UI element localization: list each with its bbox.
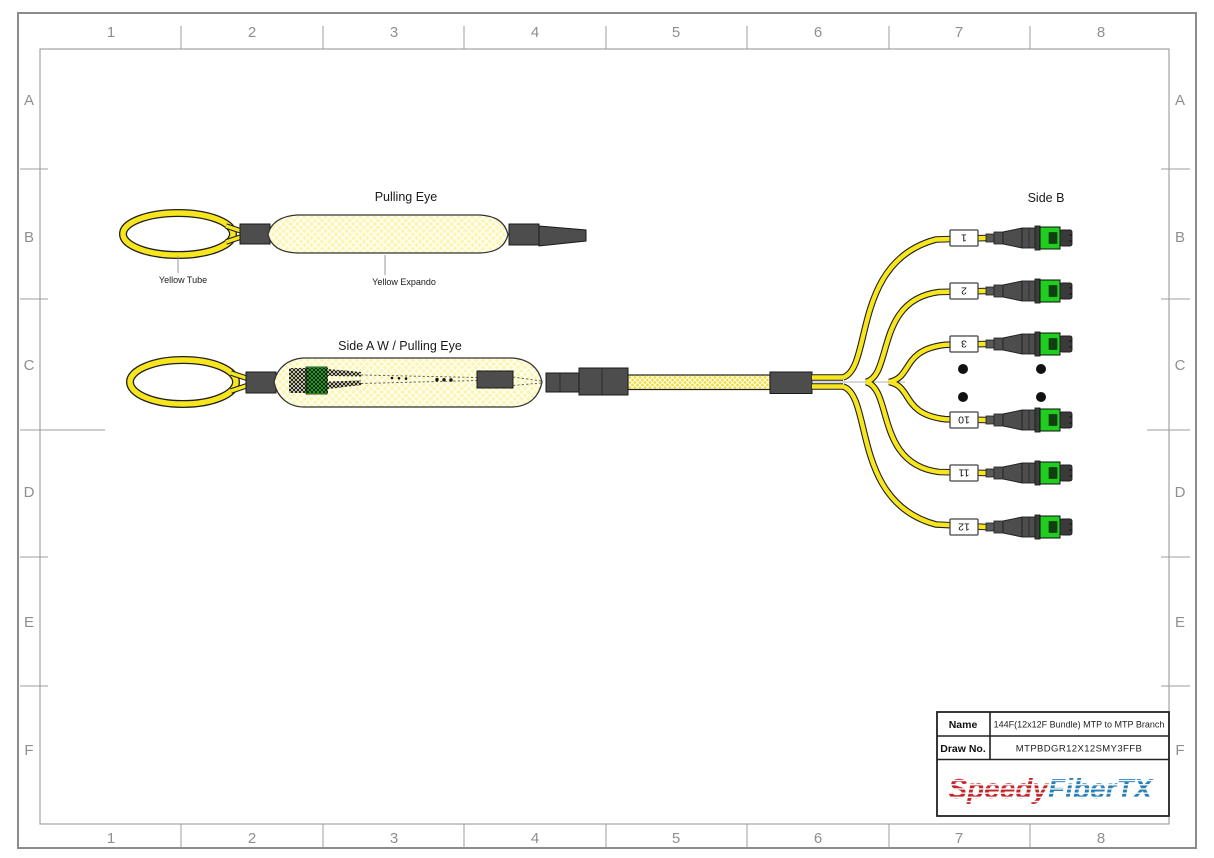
grid-row-label: A xyxy=(1175,92,1185,109)
collar xyxy=(245,371,277,394)
branch-number: 3 xyxy=(961,338,967,350)
right-ticks xyxy=(1147,168,1190,687)
grid-col-label: 1 xyxy=(107,24,115,41)
logo-speedy: Speedy xyxy=(948,773,1049,804)
branch-number: 1 xyxy=(961,232,967,244)
grid-col-label: 2 xyxy=(248,830,256,847)
side-a-assembly: Side A W / Pulling Eye xyxy=(126,339,813,408)
draw-no-label: Draw No. xyxy=(940,743,986,755)
internal-block xyxy=(476,370,514,389)
mtp-connector xyxy=(985,278,1073,304)
taper-end xyxy=(538,225,587,247)
mtp-connector xyxy=(985,331,1073,357)
grid-row-label: D xyxy=(1175,484,1186,501)
draw-no-value: MTPBDGR12X12SMY3FFB xyxy=(1016,744,1142,755)
branch-label-tag xyxy=(949,229,979,247)
grid-col-label: 5 xyxy=(672,24,680,41)
grid-col-label: 3 xyxy=(390,24,398,41)
mtp-connector xyxy=(985,225,1073,251)
branch-label-tag xyxy=(949,518,979,536)
hatch-wrap xyxy=(289,368,328,393)
branch-number: 2 xyxy=(961,285,967,297)
yellow-expando-sleeve xyxy=(267,214,509,254)
title-block-frame xyxy=(936,711,1170,817)
title-block: Name 144F(12x12F Bundle) MTP to MTP Bran… xyxy=(936,711,1170,817)
grid-row-label: C xyxy=(1175,357,1186,374)
grid-col-label: 1 xyxy=(107,830,115,847)
grid-row-label: B xyxy=(24,229,34,246)
border-grid: 1 2 3 4 5 6 7 8 1 2 3 4 5 6 7 8 A B C D … xyxy=(17,12,1197,849)
name-value: 144F(12x12F Bundle) MTP to MTP Branch xyxy=(994,720,1165,730)
right-row-labels: A B C D E F xyxy=(1175,92,1186,759)
grid-col-label: 2 xyxy=(248,24,256,41)
pulling-eye-title: Pulling Eye xyxy=(375,190,438,204)
collar xyxy=(545,372,580,393)
yellow-expando-label: Yellow Expando xyxy=(372,277,436,287)
grid-row-label: E xyxy=(24,614,34,631)
grid-col-label: 7 xyxy=(955,24,963,41)
grid-col-label: 8 xyxy=(1097,24,1105,41)
grid-row-label: E xyxy=(1175,614,1185,631)
left-row-labels: A B C D E F xyxy=(24,92,35,759)
collar xyxy=(508,223,540,246)
name-label: Name xyxy=(949,719,978,731)
top-column-labels: 1 2 3 4 5 6 7 8 xyxy=(107,24,1105,41)
grid-col-label: 7 xyxy=(955,830,963,847)
inner-border xyxy=(39,48,1170,825)
grid-col-label: 4 xyxy=(531,830,539,847)
fanout-cables xyxy=(812,238,986,527)
grid-col-label: 5 xyxy=(672,830,680,847)
branch-label-tag xyxy=(949,282,979,300)
grid-col-label: 8 xyxy=(1097,830,1105,847)
furcation-block xyxy=(769,371,813,394)
grid-row-label: B xyxy=(1175,229,1185,246)
mtp-connector xyxy=(985,514,1073,540)
yellow-tube-label: Yellow Tube xyxy=(159,275,207,285)
top-ticks xyxy=(180,26,1031,49)
grid-row-label: C xyxy=(24,357,35,374)
branch-number: 12 xyxy=(958,521,970,533)
side-b-title: Side B xyxy=(1028,191,1065,205)
grid-col-label: 6 xyxy=(814,24,822,41)
continuation-dots xyxy=(958,364,1046,402)
speedyfibertx-logo: Speedy FiberTX xyxy=(948,773,1154,804)
internal-connector-detail xyxy=(289,366,542,395)
branch-label-tags: 1 2 3 10 11 12 xyxy=(949,229,979,536)
branch-number: 10 xyxy=(958,414,970,426)
branch-label-tag xyxy=(949,411,979,429)
mtp-connector xyxy=(985,407,1073,433)
side-b-connectors xyxy=(985,225,1073,540)
branch-number: 11 xyxy=(958,467,969,479)
grid-col-label: 3 xyxy=(390,830,398,847)
grid-col-label: 4 xyxy=(531,24,539,41)
grid-row-label: A xyxy=(24,92,34,109)
outer-border xyxy=(17,12,1197,849)
side-a-title: Side A W / Pulling Eye xyxy=(338,339,462,353)
branch-label-tag xyxy=(949,464,979,482)
collar xyxy=(239,223,271,245)
left-ticks xyxy=(20,168,105,687)
grid-row-label: D xyxy=(24,484,35,501)
collar xyxy=(578,367,629,396)
logo-fibertx: FiberTX xyxy=(1048,773,1155,804)
branch-label-tag xyxy=(949,335,979,353)
grid-col-label: 6 xyxy=(814,830,822,847)
bottom-column-labels: 1 2 3 4 5 6 7 8 xyxy=(107,830,1105,847)
grid-row-label: F xyxy=(24,742,33,759)
bottom-ticks xyxy=(180,824,1031,847)
grid-row-label: F xyxy=(1175,742,1184,759)
pulling-eye-assembly: Pulling Eye Yellow Tube Yellow Expando xyxy=(119,190,587,287)
trunk-cable xyxy=(627,374,771,391)
side-b-group: Side B 1 2 3 10 11 12 xyxy=(949,191,1073,540)
mtp-connector xyxy=(985,460,1073,486)
